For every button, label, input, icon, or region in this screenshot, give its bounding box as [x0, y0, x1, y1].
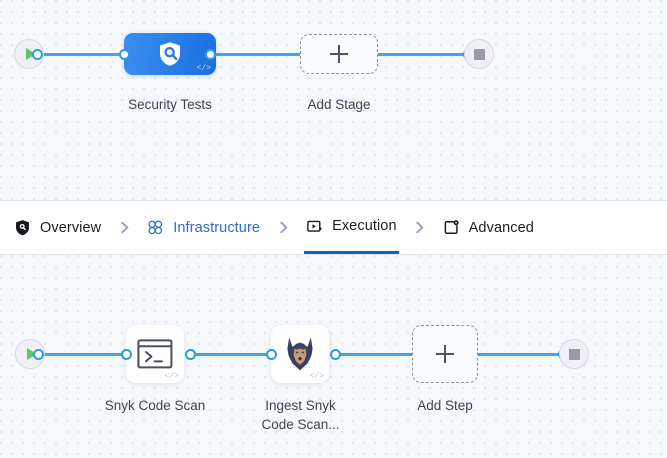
wire-add-to-end [377, 53, 467, 56]
tab-advanced-label: Advanced [468, 219, 534, 236]
step-card[interactable]: </> [126, 325, 184, 383]
stage-graph-canvas[interactable]: </> Security Tests Add Stage [0, 0, 667, 200]
add-step-label: Add Step [417, 398, 473, 413]
add-stage-node[interactable] [300, 34, 378, 74]
stage-input-port[interactable] [119, 49, 130, 60]
play-box-icon [307, 220, 322, 232]
stage-card[interactable]: </> [124, 33, 216, 75]
wire-stage-to-add [210, 53, 302, 56]
wire-start-to-step1 [37, 353, 125, 356]
tab-overview[interactable]: Overview [12, 201, 103, 254]
tab-overview-label: Overview [40, 219, 102, 236]
snyk-doberman-icon [287, 337, 313, 371]
step1-label: Snyk Code Scan [104, 398, 206, 413]
play-icon [25, 48, 36, 60]
tab-separator-2 [262, 221, 304, 234]
step1-output-port[interactable] [185, 349, 196, 360]
tab-infrastructure-label: Infrastructure [173, 219, 261, 236]
wire-add-to-end [478, 353, 562, 356]
chevron-right-icon [279, 221, 287, 234]
step-code-badge: </> [309, 372, 324, 381]
step-node-snyk-code-scan[interactable]: </> [126, 325, 184, 383]
add-step-button[interactable] [412, 325, 478, 383]
plus-icon [436, 345, 454, 363]
step-code-badge: </> [164, 372, 179, 381]
stage-node-security-tests[interactable]: </> [124, 33, 216, 75]
stop-icon [568, 348, 580, 360]
tab-advanced[interactable]: Advanced [441, 201, 536, 254]
step2-output-port[interactable] [330, 349, 341, 360]
plus-icon [330, 45, 348, 63]
page-gear-icon [444, 220, 459, 235]
tab-separator-3 [399, 221, 441, 234]
shield-icon [16, 220, 29, 236]
add-step-node[interactable] [412, 325, 478, 383]
wire-step1-to-step2 [190, 353, 272, 356]
execution-end-circle[interactable] [559, 339, 589, 369]
step2-label: Ingest Snyk Code Scan... [261, 398, 340, 432]
tab-execution-label: Execution [332, 218, 397, 234]
step1-input-port[interactable] [121, 349, 132, 360]
stop-icon [473, 48, 485, 60]
stage-output-port[interactable] [205, 49, 216, 60]
tab-execution[interactable]: Execution [304, 201, 399, 254]
add-stage-label: Add Stage [307, 97, 371, 112]
end-node-circle[interactable] [464, 39, 494, 69]
wire-step2-to-add [335, 353, 413, 356]
start-node-port[interactable] [32, 49, 43, 60]
shield-search-icon [160, 42, 180, 66]
execution-start-port[interactable] [33, 349, 44, 360]
step-card[interactable]: </> [271, 325, 329, 383]
stage-code-badge: </> [196, 64, 211, 73]
tab-separator-1 [103, 221, 145, 234]
add-stage-button[interactable] [300, 34, 378, 74]
tab-infrastructure[interactable]: Infrastructure [145, 201, 262, 254]
execution-end-node[interactable] [559, 339, 589, 369]
play-icon [26, 348, 37, 360]
step2-input-port[interactable] [266, 349, 277, 360]
chevron-right-icon [416, 221, 424, 234]
pipeline-end-node[interactable] [464, 39, 494, 69]
chevron-right-icon [121, 221, 129, 234]
stage-label: Security Tests [128, 97, 212, 112]
cluster-icon [148, 220, 163, 235]
step-graph-canvas[interactable]: </> Snyk Code Scan </> Ingest Snyk Code … [0, 255, 667, 458]
step-node-ingest-snyk-code-scan[interactable]: </> [271, 325, 329, 383]
terminal-icon [137, 339, 173, 369]
wire-start-to-stage [36, 53, 126, 56]
section-tab-bar[interactable]: Overview Infrastructure Execution [0, 200, 667, 255]
